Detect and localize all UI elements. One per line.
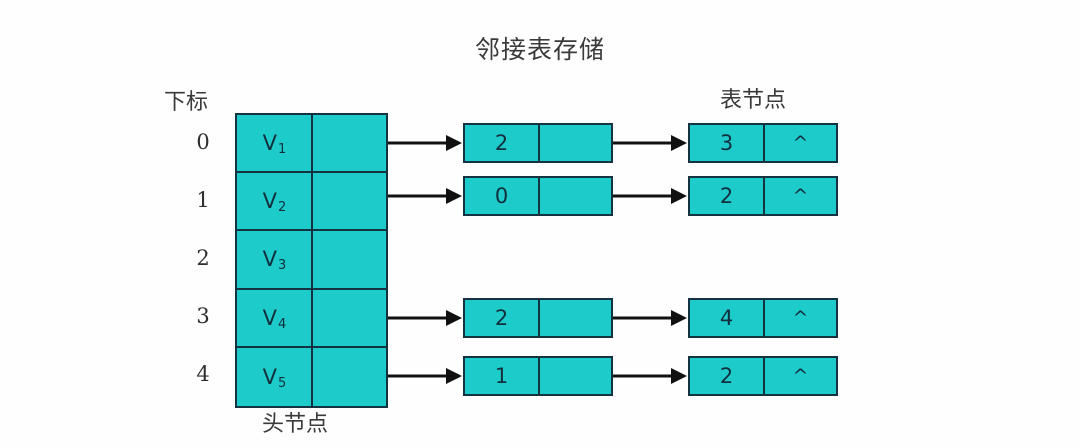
- head-node-table: V1 V2 V3 V4 V5: [235, 113, 388, 408]
- vertex-label: V2: [262, 189, 287, 216]
- head-node-pointer-cell: [313, 347, 386, 406]
- head-node-row: V2: [237, 173, 386, 232]
- head-node-pointer-cell: [313, 115, 386, 172]
- list-node-value: 2: [690, 358, 765, 394]
- head-node-vertex-cell: V4: [237, 289, 313, 346]
- index-value-3: 3: [196, 304, 210, 328]
- index-column-label: 下标: [164, 90, 209, 115]
- list-node-value: 1: [465, 358, 540, 394]
- page-title: 邻接表存储: [474, 35, 605, 64]
- head-node-row: V4: [237, 289, 386, 348]
- list-node-next: ^: [792, 132, 809, 154]
- list-node-next: [540, 300, 611, 336]
- head-node-row: V5: [237, 347, 386, 406]
- list-node-row0-0: 2: [463, 123, 613, 163]
- list-node-next: ^: [792, 307, 809, 329]
- list-node-row0-1: 3 ^: [688, 123, 838, 163]
- list-node-row3-0: 2: [463, 298, 613, 338]
- head-node-label: 头节点: [262, 412, 329, 437]
- head-node-vertex-cell: V5: [237, 347, 313, 406]
- index-value-1: 1: [196, 188, 210, 212]
- list-node-row4-0: 1: [463, 356, 613, 396]
- arrow-head-to-node-row4: [388, 361, 462, 391]
- list-node-row3-1: 4 ^: [688, 298, 838, 338]
- head-node-pointer-cell: [313, 173, 386, 230]
- list-node-value: 4: [690, 300, 765, 336]
- list-node-label: 表节点: [720, 88, 787, 113]
- list-node-value: 3: [690, 125, 765, 161]
- head-node-vertex-cell: V1: [237, 115, 313, 172]
- arrow-node-to-node-row3: [613, 303, 687, 333]
- arrow-head-to-node-row1: [388, 181, 462, 211]
- list-node-next: [540, 178, 611, 214]
- vertex-label: V3: [262, 247, 287, 274]
- head-node-pointer-cell: [313, 231, 386, 288]
- arrow-node-to-node-row4: [613, 361, 687, 391]
- arrow-head-to-node-row3: [388, 303, 462, 333]
- list-node-value: 2: [465, 300, 540, 336]
- head-node-row: V1: [237, 115, 386, 174]
- list-node-row4-1: 2 ^: [688, 356, 838, 396]
- list-node-value: 0: [465, 178, 540, 214]
- list-node-next: ^: [792, 185, 809, 207]
- list-node-value: 2: [690, 178, 765, 214]
- arrow-head-to-node-row0: [388, 128, 462, 158]
- vertex-label: V1: [262, 131, 287, 158]
- head-node-vertex-cell: V3: [237, 231, 313, 288]
- head-node-row: V3: [237, 231, 386, 290]
- index-value-4: 4: [196, 362, 210, 386]
- arrow-node-to-node-row1: [613, 181, 687, 211]
- list-node-value: 2: [465, 125, 540, 161]
- index-value-0: 0: [196, 130, 210, 154]
- vertex-label: V4: [262, 305, 287, 332]
- list-node-next: ^: [792, 365, 809, 387]
- list-node-next: [540, 358, 611, 394]
- head-node-pointer-cell: [313, 289, 386, 346]
- arrow-node-to-node-row0: [613, 128, 687, 158]
- vertex-label: V5: [262, 364, 287, 391]
- head-node-vertex-cell: V2: [237, 173, 313, 230]
- index-value-2: 2: [196, 246, 210, 270]
- list-node-row1-0: 0: [463, 176, 613, 216]
- list-node-row1-1: 2 ^: [688, 176, 838, 216]
- list-node-next: [540, 125, 611, 161]
